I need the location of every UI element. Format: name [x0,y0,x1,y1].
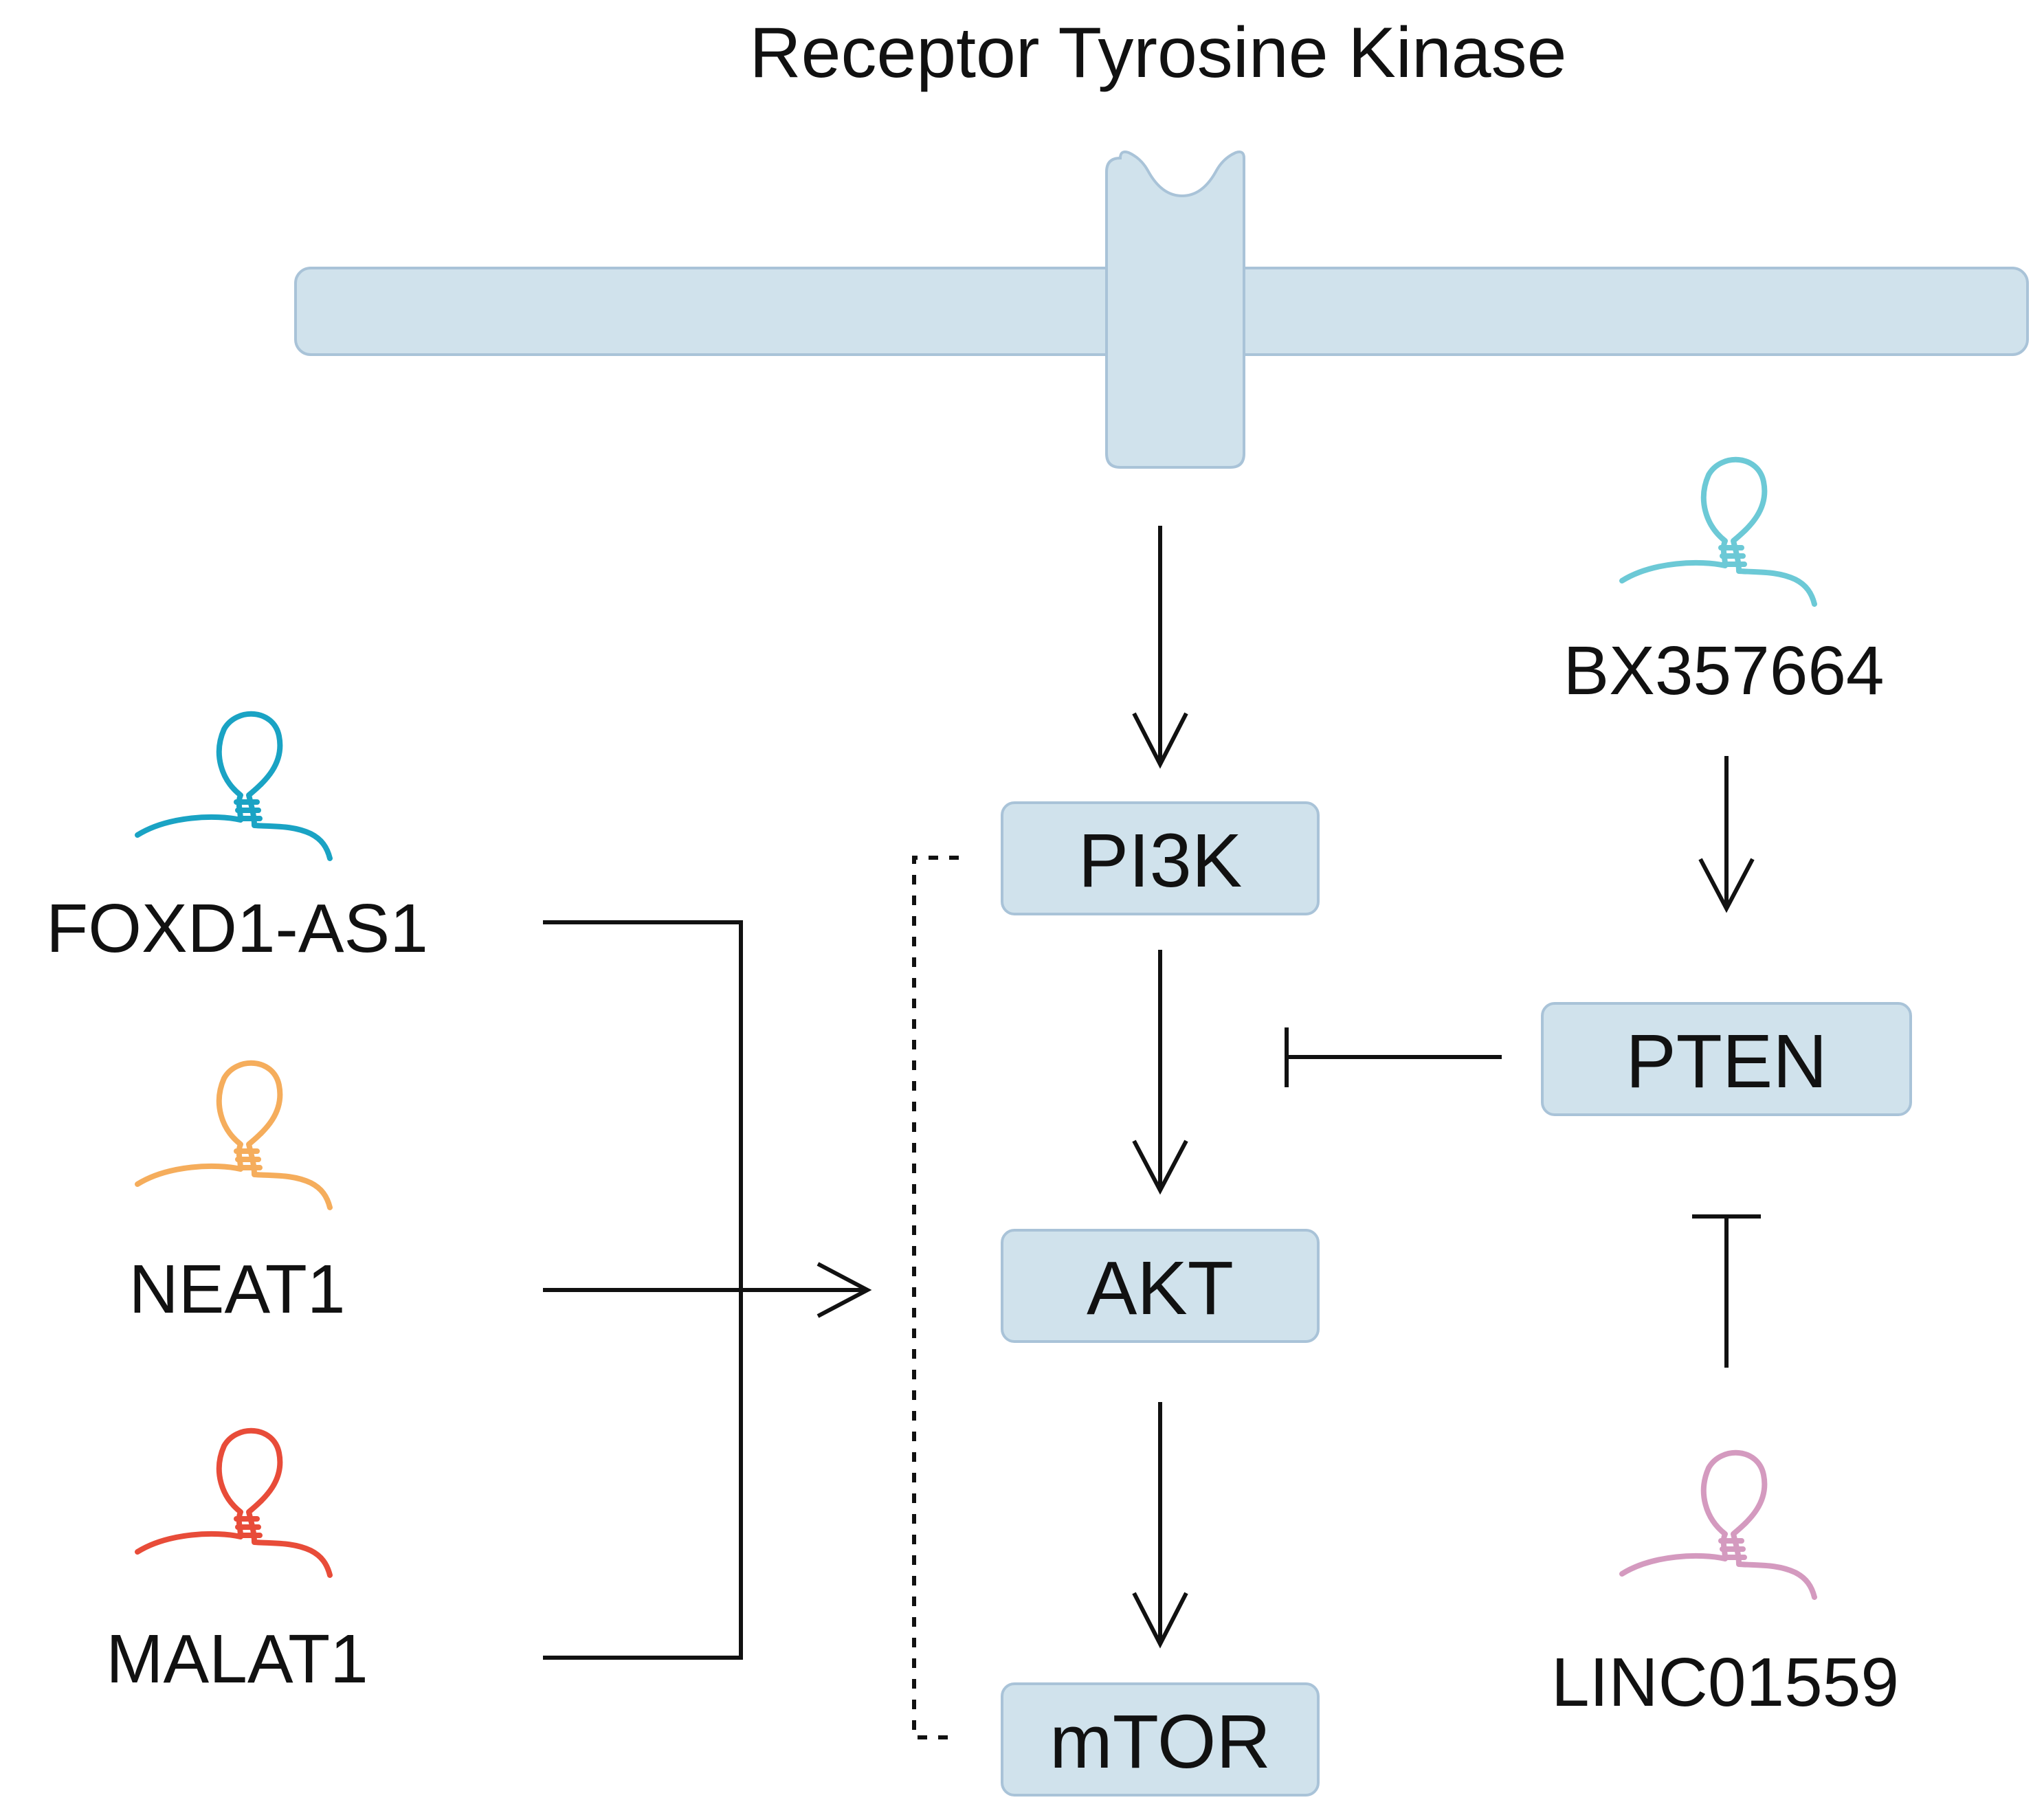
node-pten-box [1541,1002,1912,1116]
node-pi3k-box [1001,801,1320,915]
lncrna-foxd1-as1: FOXD1-AS1 [46,714,428,967]
node-mtor: mTOR [1001,1682,1320,1797]
rna-hairpin-icon [137,1431,330,1575]
lncrna-bx357664-label: BX357664 [1563,632,1884,709]
node-pi3k: PI3K [1001,801,1320,915]
node-mtor-label: mTOR [1049,1700,1271,1784]
lncrna-neat1-label: NEAT1 [129,1251,346,1328]
arrow-bx357664-to-pten [1698,756,1755,913]
arrow-lncrnas-to-pathway [543,1262,872,1318]
node-akt: AKT [1001,1229,1320,1343]
arrow-rtk-to-pi3k [1132,526,1188,769]
node-akt-box [1001,1229,1320,1343]
lncrna-malat1-label: MALAT1 [106,1621,368,1698]
inhibition-linc01559-to-pten [1692,1214,1761,1368]
diagram-title: Receptor Tyrosine Kinase [750,13,1567,93]
arrow-akt-to-mtor [1132,1402,1188,1649]
receptor-tyrosine-kinase [1105,151,1245,469]
node-pten: PTEN [1541,1002,1912,1116]
dashed-bracket-pathway [912,856,959,1739]
rna-hairpin-icon [137,714,330,858]
lncrna-linc01559: LINC01559 [1551,1453,1899,1721]
rna-hairpin-icon [1622,1453,1814,1597]
rna-hairpin-icon [137,1063,330,1208]
lncrna-bx357664: BX357664 [1563,460,1885,709]
arrow-pi3k-to-akt [1132,950,1188,1195]
node-mtor-box [1001,1682,1320,1797]
inhibition-pten-to-akt [1285,1027,1502,1087]
lncrna-foxd1-as1-label: FOXD1-AS1 [46,890,428,967]
lncrna-malat1: MALAT1 [106,1431,368,1698]
node-akt-label: AKT [1087,1246,1234,1331]
lncrna-neat1: NEAT1 [129,1063,346,1328]
node-pi3k-label: PI3K [1078,819,1242,903]
lncrna-linc01559-label: LINC01559 [1551,1644,1899,1721]
node-pten-label: PTEN [1625,1019,1827,1104]
rna-hairpin-icon [1622,460,1814,604]
